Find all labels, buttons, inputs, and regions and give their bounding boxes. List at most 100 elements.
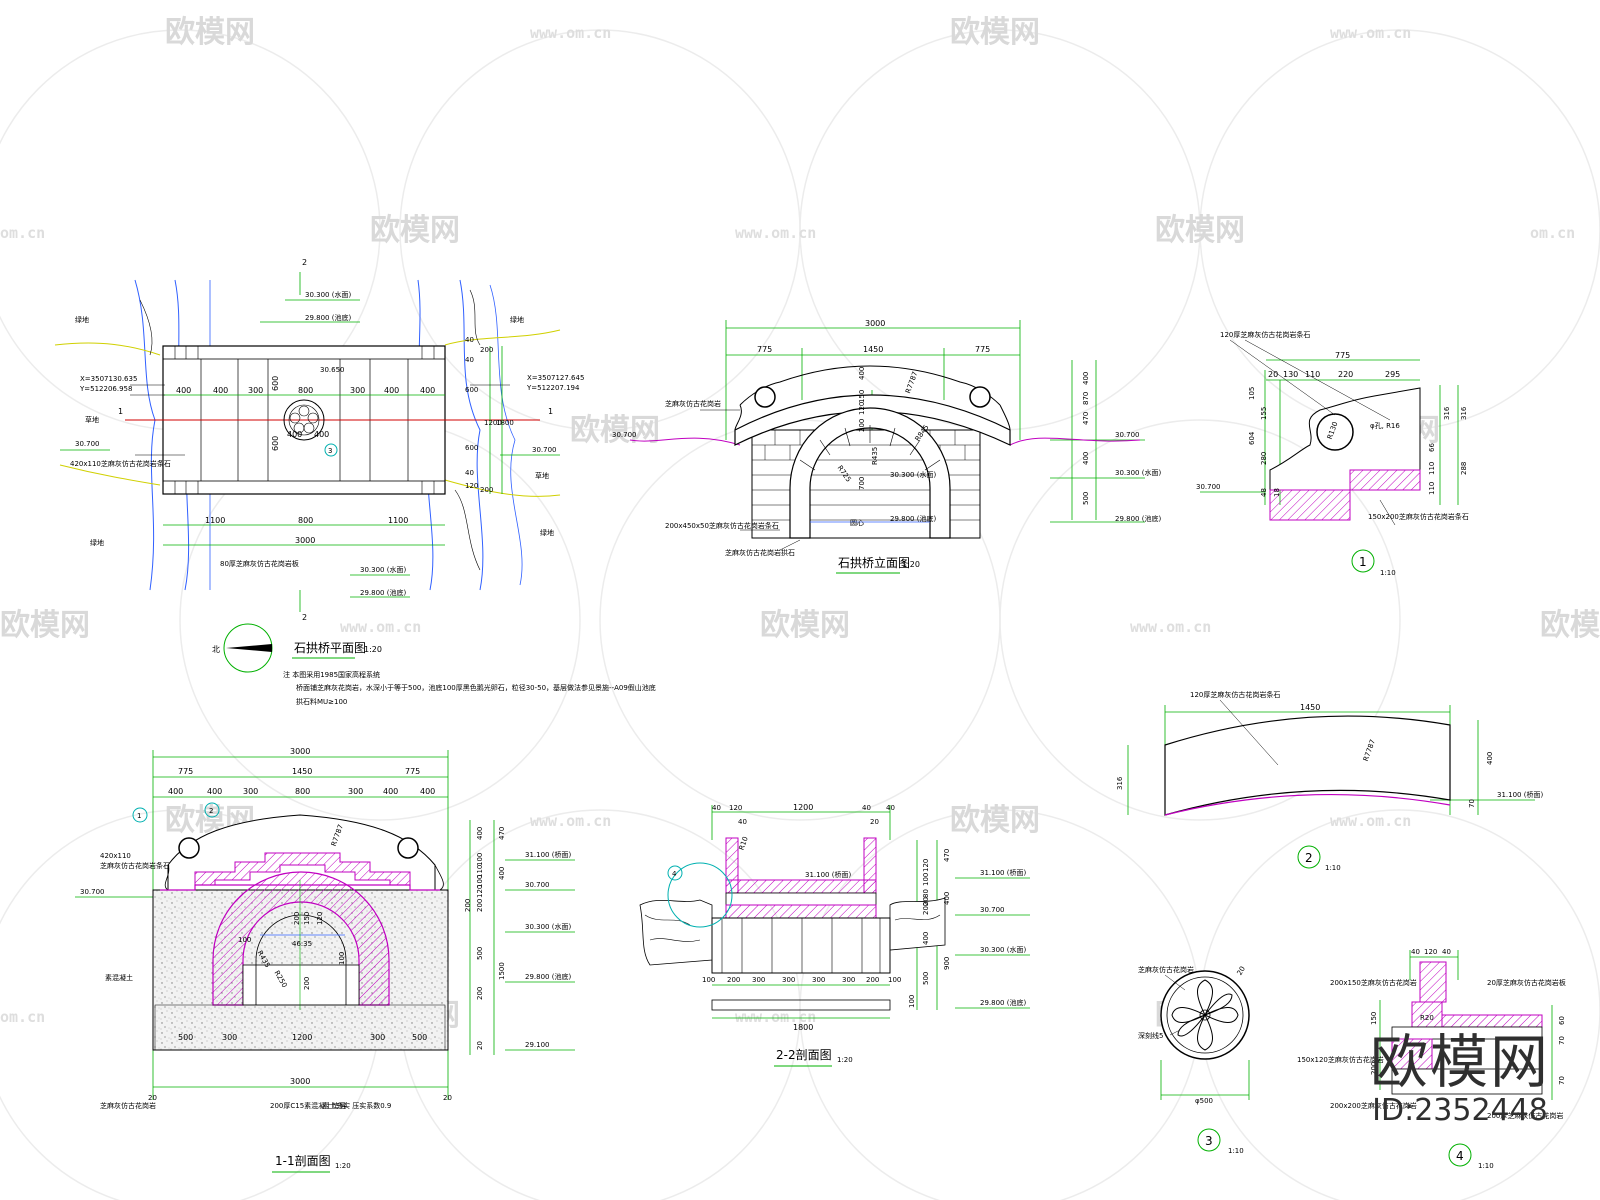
svg-text:40: 40 bbox=[738, 818, 747, 826]
svg-text:400: 400 bbox=[858, 367, 866, 380]
plan-section-mark: 2 bbox=[302, 258, 307, 267]
svg-text:200: 200 bbox=[476, 987, 484, 1000]
plan-note-line: 注 本图采用1985国家高程系统 bbox=[283, 670, 380, 679]
svg-text:1200: 1200 bbox=[484, 419, 502, 427]
svg-text:900: 900 bbox=[943, 957, 951, 970]
detail3-label-left: 深刻线5 bbox=[1138, 1031, 1163, 1040]
svg-text:100: 100 bbox=[476, 875, 484, 888]
svg-text:300: 300 bbox=[222, 1033, 237, 1042]
svg-text:400: 400 bbox=[922, 932, 930, 945]
plan-coord: Y=512206.958 bbox=[79, 385, 132, 393]
svg-text:110: 110 bbox=[1305, 370, 1320, 379]
detail4-label: 150x120芝麻灰仿古花岗岩 bbox=[1297, 1055, 1384, 1064]
svg-text:400: 400 bbox=[420, 787, 435, 796]
svg-text:600: 600 bbox=[465, 444, 478, 452]
svg-text:66: 66 bbox=[1428, 443, 1436, 452]
svg-text:500: 500 bbox=[178, 1033, 193, 1042]
svg-text:1450: 1450 bbox=[863, 345, 883, 354]
plan-title: 石拱桥平面图 bbox=[294, 641, 366, 655]
section22-dim-total: 1800 bbox=[793, 1023, 813, 1032]
svg-text:316: 316 bbox=[1116, 776, 1124, 790]
svg-text:200: 200 bbox=[476, 899, 484, 912]
detail-2: 120厚芝麻灰仿古花岗岩条石 1450 R7787 316 400 70 31.… bbox=[1116, 690, 1543, 872]
section22-callout: 4 bbox=[672, 870, 677, 878]
detail2-dim-total: 1450 bbox=[1300, 703, 1320, 712]
svg-text:300: 300 bbox=[248, 386, 263, 395]
elevation-view: 3000 775 1450 775 R7787 400 200 120 150 … bbox=[612, 319, 1161, 574]
svg-text:200: 200 bbox=[480, 486, 493, 494]
elev-label-block: 200x450x50芝麻灰仿古花岗岩条石 bbox=[665, 521, 779, 530]
svg-text:600: 600 bbox=[271, 436, 280, 451]
north-label: 北 bbox=[212, 645, 220, 654]
plan-view: 3 绿地 绿地 绿地 绿地 草地 草地 X=3507130.635 bbox=[54, 258, 656, 706]
svg-text:100: 100 bbox=[908, 995, 916, 1008]
svg-text:400: 400 bbox=[1082, 452, 1090, 465]
section11-label-stone: 芝麻灰仿古花岗岩条石 bbox=[100, 861, 170, 870]
plan-dim-bottom: 1100 800 1100 3000 bbox=[205, 516, 408, 545]
detail4-radius: R20 bbox=[1420, 1014, 1434, 1022]
detail2-arc bbox=[1164, 715, 1451, 816]
svg-text:400: 400 bbox=[287, 430, 302, 439]
svg-text:1200: 1200 bbox=[793, 803, 813, 812]
svg-text:40: 40 bbox=[1411, 948, 1420, 956]
svg-text:100: 100 bbox=[888, 976, 901, 984]
detail3-label-top: 芝麻灰仿古花岗岩 bbox=[1138, 965, 1194, 974]
plan-coord: X=3507130.635 bbox=[80, 375, 137, 383]
plan-axis-mark: 1 bbox=[118, 407, 123, 416]
plan-dimensions bbox=[60, 272, 560, 612]
section22-scale: 1:20 bbox=[837, 1056, 853, 1064]
svg-text:316: 316 bbox=[1460, 406, 1468, 420]
section11-label-stone: 420x110 bbox=[100, 852, 131, 860]
svg-text:20: 20 bbox=[148, 1094, 157, 1102]
elev-label-arch: 芝麻灰仿古花岗岩拱石 bbox=[725, 548, 795, 557]
svg-text:300: 300 bbox=[243, 787, 258, 796]
svg-text:20: 20 bbox=[476, 1041, 484, 1050]
watermark-brand: 欧模网 bbox=[760, 608, 850, 643]
plan-medallion bbox=[283, 399, 325, 441]
section22-level: 30.300 (水面) bbox=[980, 945, 1026, 954]
detail3-dim: φ500 bbox=[1195, 1097, 1213, 1105]
watermark-url: www.om.cn bbox=[530, 24, 611, 42]
detail1-label-bottom: 150x200芝麻灰仿古花岗岩条石 bbox=[1368, 512, 1469, 521]
watermark-brand: 欧模网 bbox=[1155, 213, 1245, 248]
svg-text:200: 200 bbox=[922, 902, 930, 915]
svg-text:200: 200 bbox=[858, 419, 866, 432]
plan-label-green: 绿地 bbox=[540, 528, 554, 537]
plan-dim-right: 40 200 40 600 1200 1800 600 40 120 200 bbox=[465, 336, 514, 494]
detail2-number: 2 bbox=[1305, 851, 1313, 865]
plan-coord: Y=512207.194 bbox=[526, 384, 580, 392]
section11-level: 30.700 bbox=[525, 881, 550, 889]
section11-level: 31.100 (桥面) bbox=[525, 850, 571, 859]
section11-dim-total: 3000 bbox=[290, 747, 310, 756]
svg-text:40: 40 bbox=[712, 804, 721, 812]
elev-label-deck: 芝麻灰仿古花岗岩 bbox=[665, 399, 721, 408]
watermark-url: www.om.cn bbox=[735, 224, 816, 242]
plan-note-line: 拱石料MU≥100 bbox=[296, 697, 347, 706]
plan-coord: X=3507127.645 bbox=[527, 374, 584, 382]
plan-note-paving: 420x110芝麻灰仿古花岗岩条石 bbox=[70, 459, 171, 468]
section22-level: 30.700 bbox=[980, 906, 1005, 914]
watermark-brand: 欧模网 bbox=[1540, 608, 1600, 643]
svg-text:40: 40 bbox=[862, 804, 871, 812]
svg-text:110: 110 bbox=[1428, 462, 1436, 475]
section11-callout: 2 bbox=[209, 807, 213, 815]
svg-text:80: 80 bbox=[922, 889, 930, 898]
detail-4: 40 120 40 200x150芝麻灰仿古花岗岩 20厚芝麻灰仿古花岗岩板 1… bbox=[1297, 948, 1566, 1170]
svg-text:400: 400 bbox=[314, 430, 329, 439]
detail2-level: 31.100 (桥面) bbox=[1497, 790, 1543, 799]
elev-level: 30.300 (水面) bbox=[890, 470, 936, 479]
plan-level: 30.650 bbox=[320, 366, 345, 374]
svg-text:500: 500 bbox=[412, 1033, 427, 1042]
svg-text:1500: 1500 bbox=[498, 962, 506, 980]
svg-text:100: 100 bbox=[476, 853, 484, 866]
svg-text:775: 775 bbox=[405, 767, 420, 776]
svg-text:46.35: 46.35 bbox=[292, 940, 312, 948]
detail4-label: 200x150芝麻灰仿古花岗岩 bbox=[1330, 978, 1417, 987]
plan-note-line: 桥面铺芝麻灰花岗岩，水深小于等于500，池底100厚黑色鹅光卵石，粒径30-50… bbox=[296, 683, 656, 692]
svg-text:40: 40 bbox=[465, 469, 474, 477]
plan-level: 30.700 bbox=[75, 440, 100, 448]
svg-text:295: 295 bbox=[1385, 370, 1400, 379]
plan-dim-total: 3000 bbox=[295, 536, 315, 545]
section-1-1: 3000 775 1450 775 400 400 300 800 300 40… bbox=[75, 747, 575, 1173]
svg-text:400: 400 bbox=[168, 787, 183, 796]
